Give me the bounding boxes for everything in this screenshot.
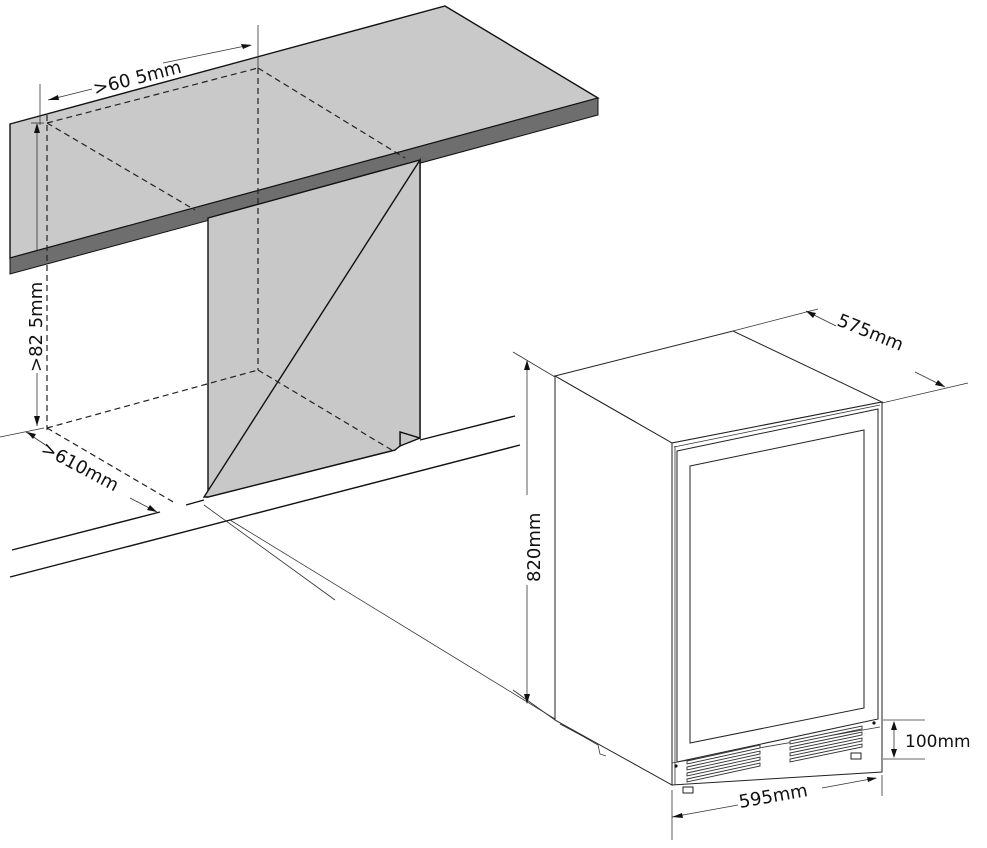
door-glass [689,429,865,744]
niche-height-label: >82 5mm [26,282,47,372]
niche-depth-label: >610mm [38,438,122,496]
appliance-depth-label: 575mm [834,310,906,355]
floor-lines [9,415,561,723]
foot-left [682,786,694,794]
wine-cooler [553,330,884,794]
vent-height-dimension: 100mm [883,719,971,760]
appliance-height-label: 820mm [524,513,545,582]
side-panel [202,157,421,498]
vent-height-label: 100mm [905,732,971,752]
appliance-height-dimension: 820mm [512,351,556,721]
foot-right [850,752,862,760]
niche-depth-dimension: >610mm [0,427,158,513]
vent-grille-left [686,744,761,783]
countertop [9,5,600,275]
appliance-width-label: 595mm [737,780,809,813]
appliance-width-dimension: 595mm [671,775,883,840]
vent-grille-right [789,725,863,763]
niche-height-dimension: >82 5mm [26,122,47,426]
niche-outline [46,67,406,504]
